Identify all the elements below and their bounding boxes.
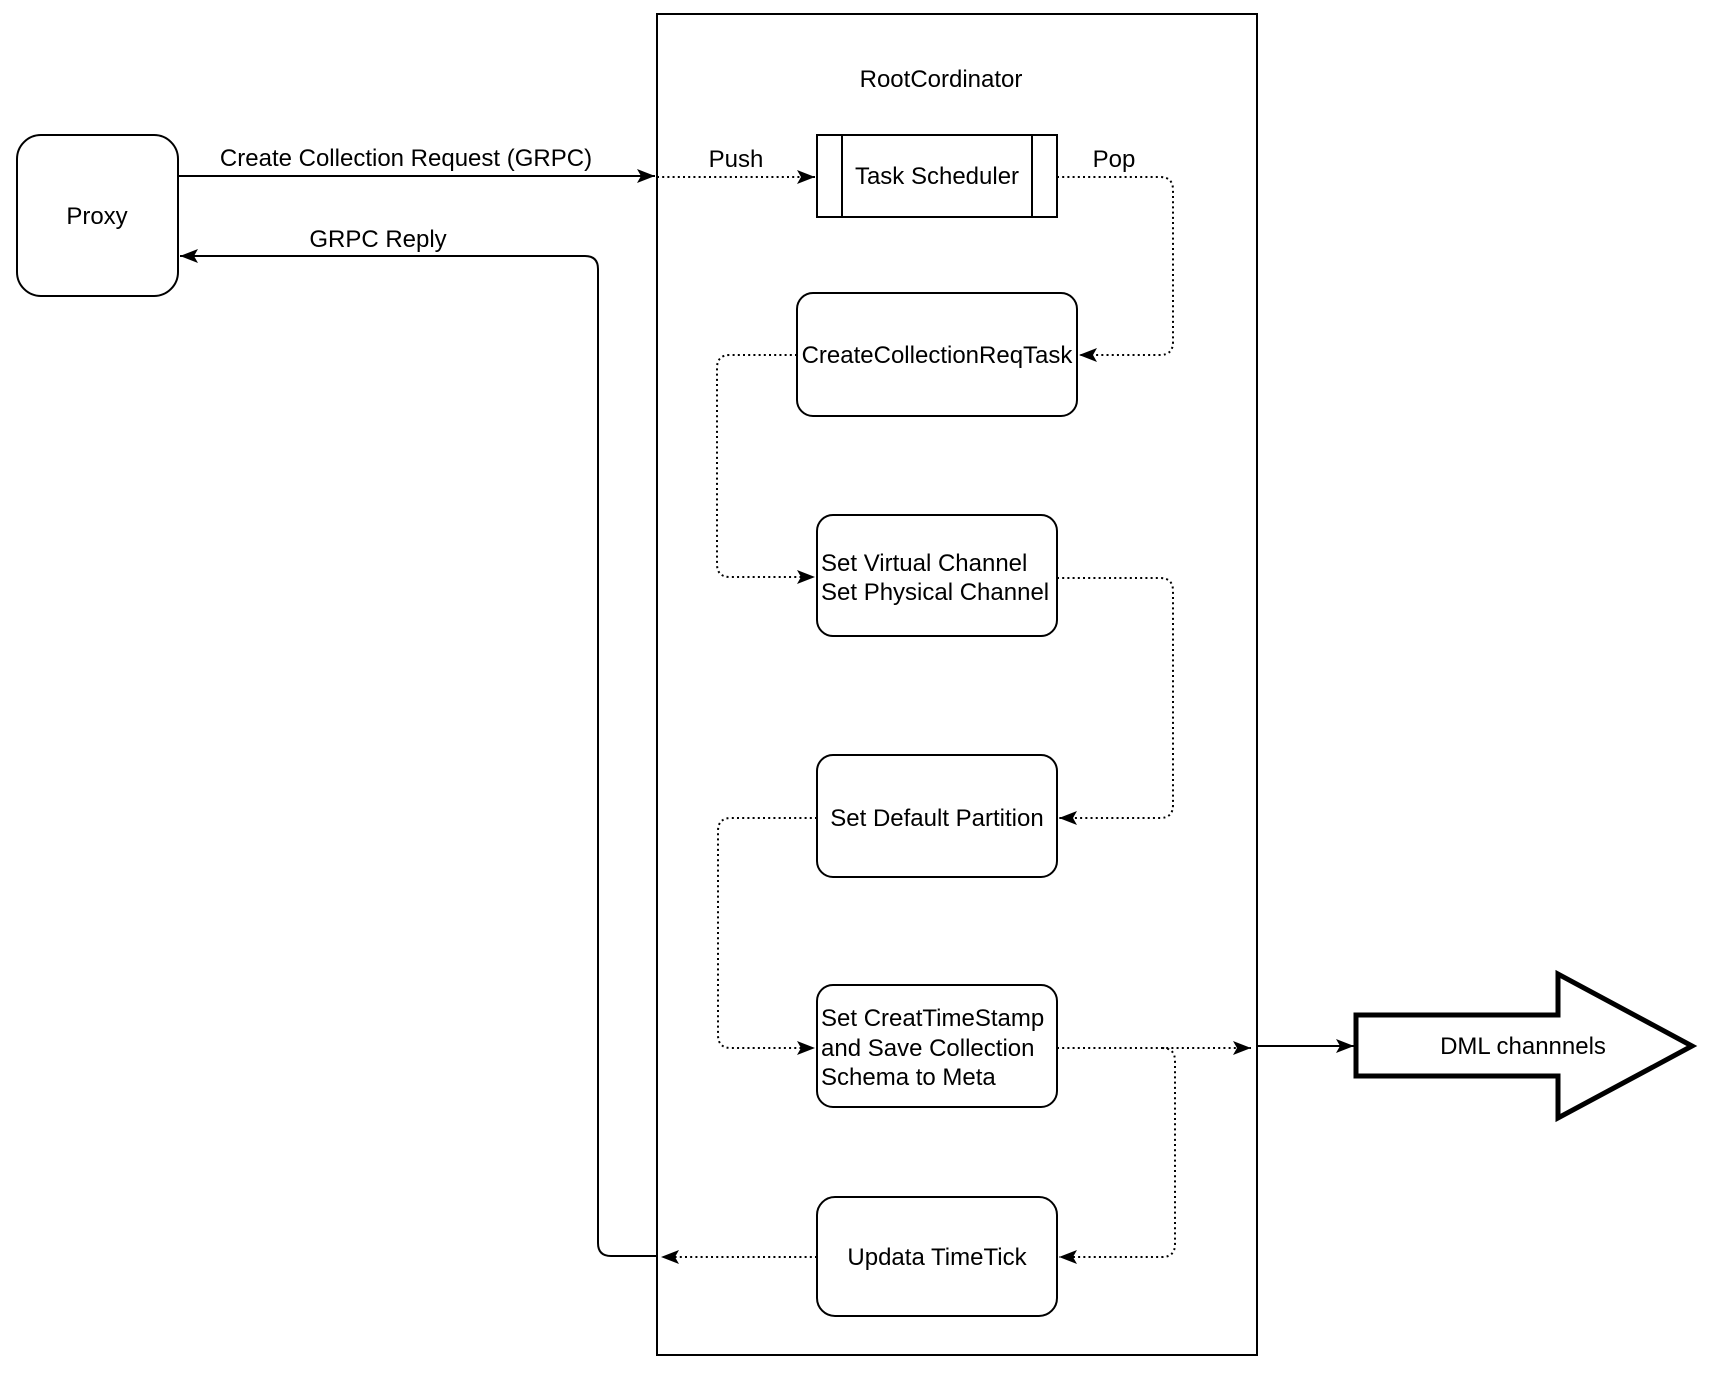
rootcoordinator-title: RootCordinator <box>860 66 1023 93</box>
proxy-label: Proxy <box>66 203 127 230</box>
set-channels-node <box>816 514 1058 637</box>
set-timestamp-save-schema-node <box>816 984 1058 1108</box>
dml-channels-arrow <box>1353 969 1698 1123</box>
edge-label-create-collection-request: Create Collection Request (GRPC) <box>220 145 592 172</box>
create-collection-req-task-label: CreateCollectionReqTask <box>802 342 1074 369</box>
set-timestamp-label-line2: and Save Collection <box>821 1035 1034 1062</box>
task-scheduler-node <box>816 134 1058 218</box>
set-timestamp-label-line3: Schema to Meta <box>821 1064 996 1091</box>
set-channels-label-line2: Set Physical Channel <box>821 579 1049 606</box>
edge-label-push: Push <box>709 146 764 173</box>
task-scheduler-label: Task Scheduler <box>855 163 1019 190</box>
set-default-partition-label: Set Default Partition <box>830 805 1043 832</box>
edge-label-grpc-reply: GRPC Reply <box>309 226 446 253</box>
update-timetick-label: Updata TimeTick <box>847 1244 1027 1271</box>
set-timestamp-label-line1: Set CreatTimeStamp <box>821 1005 1044 1032</box>
edge-grpc-reply <box>180 249 657 1257</box>
edge-timestamp-to-timetick <box>1059 1047 1176 1264</box>
edge-pop <box>1057 176 1174 362</box>
edge-defaultpartition-to-timestamp <box>717 817 817 1055</box>
proxy-node <box>16 134 179 297</box>
dml-channels-label: DML channnels <box>1440 1033 1606 1060</box>
edge-label-pop: Pop <box>1093 146 1136 173</box>
set-channels-label-line1: Set Virtual Channel <box>821 550 1027 577</box>
set-default-partition-node <box>816 754 1058 878</box>
edge-setchannels-to-defaultpartition <box>1057 577 1174 825</box>
rootcoordinator-container <box>656 13 1258 1356</box>
